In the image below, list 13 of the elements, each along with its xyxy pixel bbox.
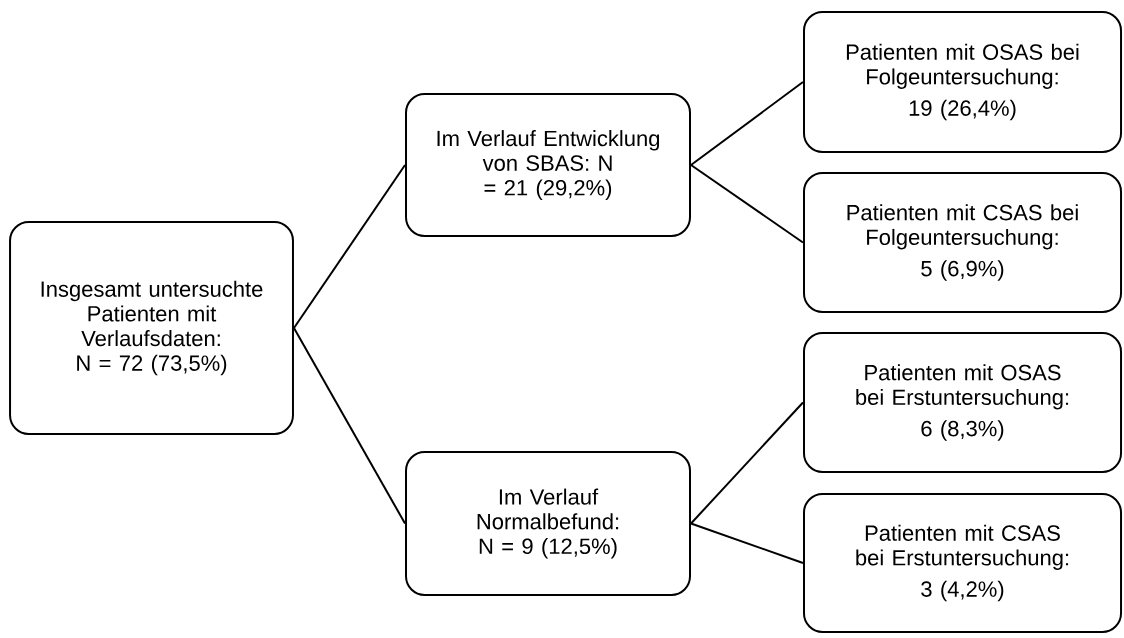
- connector-line: [292, 164, 406, 329]
- branch-box: Im Verlauf Entwicklung von SBAS: N = 21 (29,2%): [405, 93, 691, 237]
- branch-box: Patienten mit CSAS bei Folgeuntersuchung: 5 (6,9%): [802, 172, 1123, 313]
- connector-line: [690, 164, 804, 244]
- branch-box: Patienten mit CSAS bei Erstuntersuchung: 3 (4,2%): [802, 493, 1123, 633]
- branch-box: Insgesamt untersuchte Patienten mit Verlaufsdaten: N = 72 (73,5%): [9, 221, 294, 435]
- connector-line: [690, 81, 804, 166]
- connector-line: [690, 522, 804, 564]
- branch-box: Im Verlauf Normalbefund: N = 9 (12,5%): [405, 451, 691, 596]
- branch-box: Patienten mit OSAS bei Erstuntersuchung: 6 (8,3%): [802, 332, 1123, 473]
- connector-line: [292, 327, 406, 525]
- connector-line: [690, 401, 804, 525]
- branch-box: Patienten mit OSAS bei Folgeuntersuchung: 19 (26,4%): [802, 11, 1123, 153]
